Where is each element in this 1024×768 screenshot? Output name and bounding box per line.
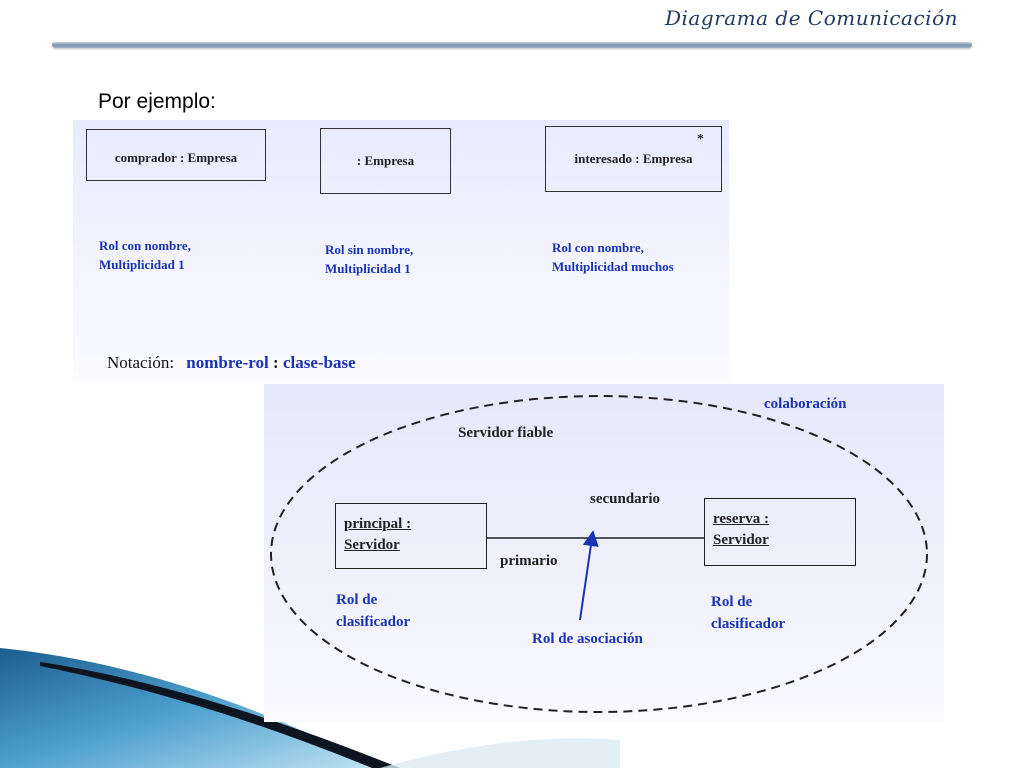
object-box-reserva: reserva : Servidor	[704, 498, 856, 566]
collaboration-panel: colaboración Servidor fiable principal :…	[264, 384, 944, 722]
classifier-role-left: Rol de clasificador	[336, 589, 410, 633]
role-desc-line: Rol sin nombre,	[325, 242, 414, 257]
object-box-principal: principal : Servidor	[335, 503, 487, 569]
classifier-line: Rol de	[336, 592, 378, 608]
role-desc-interesado: Rol con nombre, Multiplicidad muchos	[552, 238, 674, 276]
association-pointer-arrow	[579, 530, 599, 621]
role-box-label: comprador : Empresa	[114, 150, 238, 165]
role-desc-line: Rol con nombre,	[99, 238, 191, 253]
end-label-secundario: secundario	[590, 491, 661, 507]
end-label-primario: primario	[500, 553, 558, 569]
classifier-line: clasificador	[336, 614, 411, 630]
role-desc-line: Rol con nombre,	[552, 240, 644, 255]
notation-line: Notación: nombre-rol : clase-base	[107, 353, 356, 373]
collaboration-name: Servidor fiable	[458, 425, 554, 441]
classifier-line: Rol de	[711, 594, 753, 610]
classifier-line: clasificador	[711, 616, 786, 632]
role-examples-panel: comprador : Empresa Rol con nombre, Mult…	[73, 120, 729, 382]
role-box-anonymous: : Empresa	[320, 128, 451, 194]
notation-prefix: Notación:	[107, 353, 175, 372]
role-desc-line: Multiplicidad 1	[99, 257, 185, 272]
notation-role: nombre-rol	[186, 353, 269, 372]
object-line: Servidor	[344, 537, 400, 553]
role-box-label: : Empresa	[356, 153, 415, 168]
intro-text: Por ejemplo:	[98, 90, 216, 113]
multiplicity-star: *	[697, 132, 704, 147]
title-divider	[52, 42, 972, 48]
notation-separator: :	[268, 353, 283, 372]
role-desc-line: Multiplicidad muchos	[552, 259, 674, 274]
object-line: principal :	[344, 516, 412, 532]
collaboration-diagram-shapes	[270, 395, 928, 713]
role-desc-anonymous: Rol sin nombre, Multiplicidad 1	[325, 240, 413, 278]
object-line: Servidor	[713, 532, 769, 548]
collaboration-ellipse	[270, 395, 928, 713]
collaboration-label: colaboración	[764, 396, 847, 412]
notation-base: clase-base	[282, 353, 356, 372]
classifier-role-right: Rol de clasificador	[711, 591, 785, 635]
association-role-label: Rol de asociación	[532, 631, 643, 647]
role-desc-line: Multiplicidad 1	[325, 261, 411, 276]
role-box-interesado: interesado : Empresa	[545, 126, 722, 192]
role-box-label: interesado : Empresa	[574, 151, 693, 166]
role-box-comprador: comprador : Empresa	[86, 129, 266, 181]
object-line: reserva :	[713, 511, 769, 527]
role-desc-comprador: Rol con nombre, Multiplicidad 1	[99, 236, 191, 274]
slide-title: Diagrama de Comunicación	[665, 6, 958, 30]
